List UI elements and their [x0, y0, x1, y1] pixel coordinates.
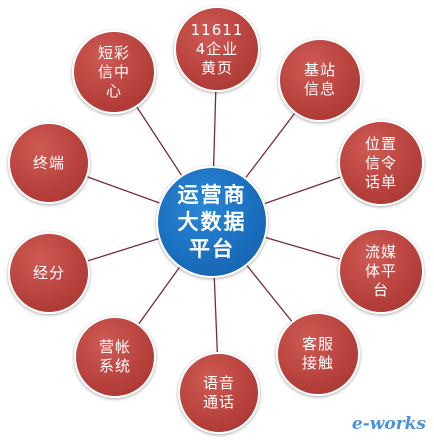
- node-voice-call: 语音 通话: [178, 352, 260, 434]
- node-label: 位置 信令 话单: [364, 134, 397, 191]
- node-label: 11611 4企业 黄页: [190, 20, 244, 77]
- node-customer-service: 客服 接触: [276, 312, 360, 396]
- node-location-signaling: 位置 信令 话单: [338, 120, 424, 206]
- node-yellow-pages: 11611 4企业 黄页: [174, 6, 260, 92]
- node-label: 营帐 系统: [98, 338, 131, 375]
- node-billing-system: 营帐 系统: [74, 316, 156, 398]
- center-hub: 运营商 大数据 平台: [156, 166, 268, 278]
- node-label: 基站 信息: [303, 61, 336, 98]
- node-base-station: 基站 信息: [278, 38, 362, 122]
- node-label: 终端: [32, 153, 65, 172]
- node-label: 客服 接触: [301, 335, 334, 372]
- node-label: 短彩 信中 心: [97, 43, 130, 100]
- node-label: 流媒 体平 台: [364, 242, 397, 299]
- node-label: 经分: [32, 263, 65, 282]
- node-distribution: 经分: [8, 232, 90, 314]
- node-label: 语音 通话: [202, 374, 235, 411]
- node-terminal: 终端: [8, 122, 90, 204]
- center-label: 运营商 大数据 平台: [177, 182, 247, 261]
- node-sms-center: 短彩 信中 心: [72, 30, 156, 114]
- watermark-logo: e-works: [351, 414, 426, 434]
- node-streaming-platform: 流媒 体平 台: [338, 228, 424, 314]
